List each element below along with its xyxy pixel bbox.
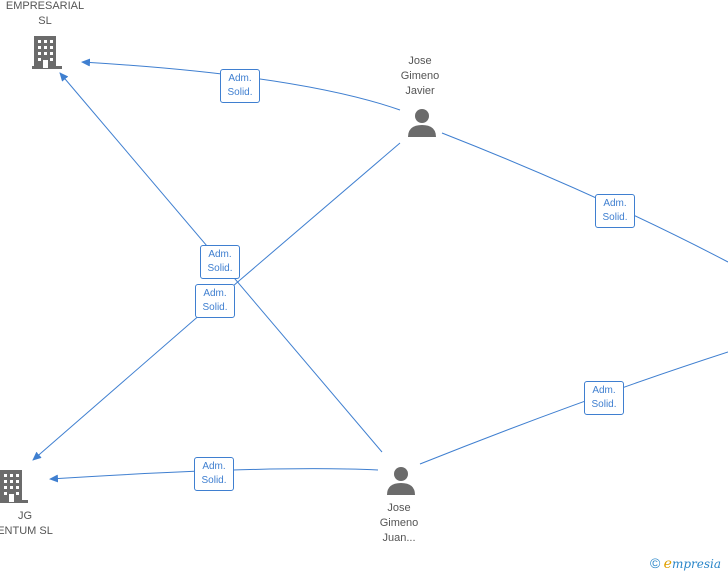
edge-label-line: Solid. [227, 87, 253, 98]
brand-first-letter: e [663, 556, 672, 572]
node-label-line: Jose [408, 55, 432, 67]
edge-label-line: Adm. [592, 385, 616, 396]
node-label-line: Juan... [382, 532, 416, 544]
node-label-line: EMPRESARIAL [5, 0, 85, 12]
node-label-line: SL [38, 15, 52, 27]
node-label-line: Javier [405, 85, 435, 97]
node-label-javier: Jose Gimeno Javier [390, 54, 450, 99]
edge-label-line: Adm. [228, 73, 252, 84]
edge-label-line: Solid. [591, 399, 617, 410]
edge-label-line: Solid. [602, 212, 628, 223]
edge-label-line: Solid. [207, 263, 233, 274]
edge-label-line: Adm. [208, 249, 232, 260]
edge-javier-to-right [441, 132, 728, 263]
copyright-symbol: © [650, 555, 661, 571]
person-icon [408, 109, 436, 137]
edge-label[interactable]: Adm. Solid. [194, 457, 234, 491]
building-icon [0, 470, 28, 503]
edge-label-line: Solid. [202, 302, 228, 313]
node-label-line: JG [17, 510, 33, 522]
edge-javier-to-empresarial [81, 58, 401, 111]
brand-name: mpresia [671, 557, 722, 571]
edge-label[interactable]: Adm. Solid. [195, 284, 235, 318]
node-label-jg: JG ENTUM SL [0, 509, 60, 539]
person-icon [387, 467, 415, 495]
edge-javier-to-center [239, 142, 401, 281]
edge-label-line: Solid. [201, 475, 227, 486]
edge-juan-to-jg [49, 468, 379, 483]
node-label-line: ENTUM SL [0, 525, 53, 537]
edge-label[interactable]: Adm. Solid. [584, 381, 624, 415]
node-label-juan: Jose Gimeno Juan... [369, 501, 429, 546]
node-label-line: Gimeno [379, 517, 419, 529]
edge-label[interactable]: Adm. Solid. [595, 194, 635, 228]
node-label-line: Jose [387, 502, 411, 514]
node-label-line: Gimeno [400, 70, 440, 82]
edge-label[interactable]: Adm. Solid. [200, 245, 240, 279]
edge-juan-to-right [419, 351, 728, 465]
edge-label[interactable]: Adm. Solid. [220, 69, 260, 103]
edge-label-line: Adm. [203, 288, 227, 299]
brand-watermark: © empresia [650, 555, 721, 572]
edge-label-line: Adm. [603, 198, 627, 209]
building-icon [32, 36, 62, 69]
edge-label-line: Adm. [202, 461, 226, 472]
node-label-empresarial: EMPRESARIAL SL [0, 0, 90, 29]
